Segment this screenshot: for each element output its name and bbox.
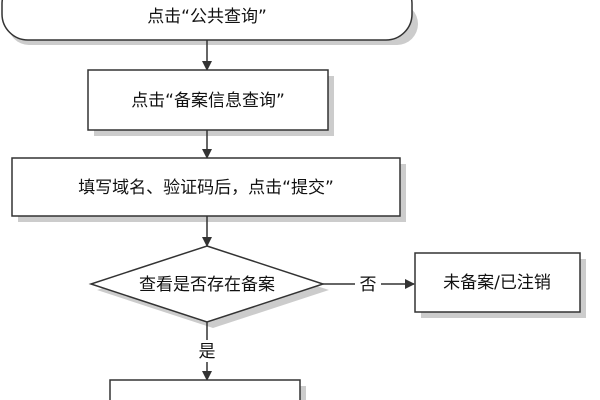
edge-decision-no: 否 [323,275,415,295]
record-query-node-label: 点击“备案信息查询” [131,91,285,111]
edge-yes-label: 是 [199,342,216,362]
start-node-label: 点击“公共查询” [147,7,267,27]
edge-decision-yes: 是 [199,322,216,381]
unfiled-result-node: 未备案/已注销 [414,252,586,318]
decision-node: 查看是否存在备案 [88,245,329,328]
fill-form-node: 填写域名、验证码后，点击“提交” [11,157,406,222]
next-step-node [109,379,306,400]
decision-node-label: 查看是否存在备案 [139,275,275,295]
record-query-node: 点击“备案信息查询” [87,69,334,136]
start-node: 点击“公共查询” [1,0,418,45]
edge-no-label: 否 [360,275,377,295]
fill-form-node-label: 填写域名、验证码后，点击“提交” [78,178,334,198]
unfiled-result-node-label: 未备案/已注销 [443,273,551,293]
